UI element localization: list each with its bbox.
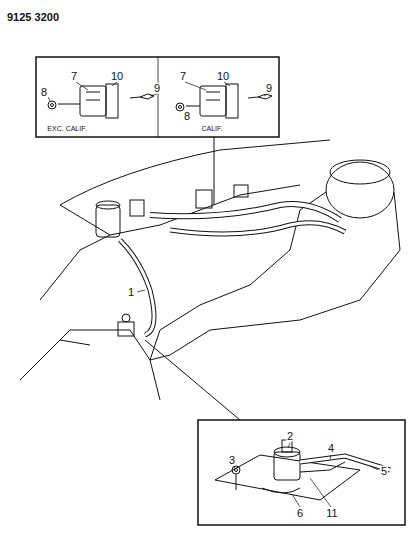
callout-number: 4 xyxy=(327,443,335,454)
pump-assembly xyxy=(215,440,390,500)
inset-pointer xyxy=(214,137,215,205)
part-number: 9125 3200 xyxy=(6,12,60,23)
callout-number: 3 xyxy=(228,455,236,466)
callout-number: 7 xyxy=(179,71,187,82)
callout-number: 1 xyxy=(127,287,135,298)
callout-number: 8 xyxy=(40,87,48,98)
callout-number: 11 xyxy=(325,508,338,519)
variant-note: CALIF. xyxy=(200,125,223,132)
variant-note: EXC. CALIF. xyxy=(46,125,87,132)
engine-bay xyxy=(20,140,400,400)
inset-frame xyxy=(198,420,405,525)
leader-line xyxy=(137,290,145,292)
callout-number: 10 xyxy=(110,71,124,82)
inset-pointer xyxy=(145,340,240,420)
callout-number: 2 xyxy=(286,431,294,442)
callout-number: 6 xyxy=(296,508,304,519)
callout-number: 9 xyxy=(153,83,161,94)
callout-number: 7 xyxy=(70,71,78,82)
inset-frame xyxy=(36,57,279,137)
inset-divider xyxy=(158,57,159,137)
callout-number: 10 xyxy=(216,71,230,82)
callout-number: 5 xyxy=(380,466,388,477)
callout-number: 8 xyxy=(183,111,191,122)
leader-lines xyxy=(48,82,268,101)
valve-exc-calif xyxy=(48,84,154,118)
callout-number: 9 xyxy=(265,83,273,94)
leader-lines xyxy=(234,443,378,507)
